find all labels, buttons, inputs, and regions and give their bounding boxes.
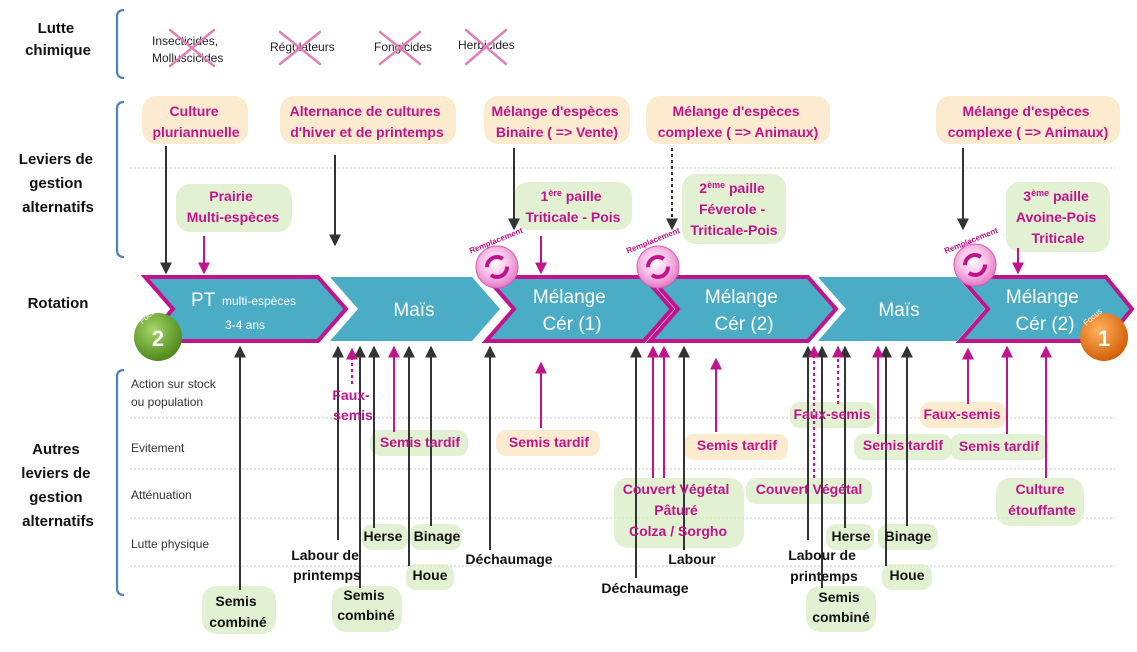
lever-houe-2: Houe [890,567,925,583]
lever-semis-tardif-3: Semis tardif [697,437,777,453]
chevron-pt [140,275,349,343]
svg-text:1: 1 [1098,326,1110,351]
lever-semis-tardif-4: Semis tardif [863,437,943,453]
top-arrows [160,146,1024,275]
crop-pt: PT multi-espèces [191,290,296,311]
lever-binage-2: Binage [885,528,932,544]
bottom-arrows-magenta [346,345,1052,478]
lever-herse-2: Herse [832,528,871,544]
bottom-arrows-black [234,345,913,590]
rotation-chevrons [140,275,1135,343]
crop-mais-2: Maïs [878,300,919,321]
section-brackets [115,8,125,597]
lever-faux-semis-1: Faux- semis [332,387,373,423]
lever-semis-combine-1: Semis combiné [209,593,267,630]
lever-dechaumage-1: Déchaumage [465,551,552,567]
lever-melange-complexe-2: Mélange d'espèces complexe ( => Animaux) [948,103,1109,140]
lever-labour-printemps-2: Labour de printemps [788,547,860,584]
lever-houe-1: Houe [413,567,448,583]
chemical-controls: Insecticides, Molluscicides Régulateurs … [152,28,515,68]
lever-couvert-vegetal-2: Couvert Végétal [756,481,863,497]
lever-couvert-vegetal-1: Couvert Végétal Pâturé Colza / Sorgho [623,481,733,539]
lever-herse-1: Herse [364,528,403,544]
category-lutte-physique: Lutte physique [131,537,209,551]
lever-binage-1: Binage [414,528,461,544]
lever-paille-3: 3ème paille Avoine-Pois Triticale [1016,188,1100,246]
lever-alternance: Alternance de cultures d'hiver et de pri… [290,103,445,140]
svg-text:2: 2 [152,326,164,351]
lever-semis-tardif-2: Semis tardif [509,434,589,450]
chem-insecticides: Insecticides, Molluscicides [152,34,223,65]
lever-faux-semis-2: Faux-semis [793,406,870,422]
replacement-badge-3: Remplacement [943,226,999,287]
lever-melange-binaire: Mélange d'espèces Binaire ( => Vente) [492,103,623,140]
category-evitement: Evitement [131,441,185,455]
section-leviers: Leviers de gestion alternatifs [19,151,97,216]
crop-pt-duration: 3-4 ans [225,318,265,332]
crop-melange-cer-1: Mélange Cér (1) [533,287,611,335]
lever-paille-1: 1ère paille Triticale - Pois [526,188,621,225]
focus-badge-2: Focus 2 [134,305,182,361]
category-attenuation: Atténuation [131,488,192,502]
crop-melange-cer-2: Mélange Cér (2) [705,287,783,335]
cross-marks [168,28,508,68]
section-lutte-chimique: Lutte chimique [25,20,91,59]
chem-herbicides: Herbicides [458,38,515,52]
chevron-melange-2 [645,275,839,343]
lever-melange-complexe-1: Mélange d'espèces complexe ( => Animaux) [658,103,819,140]
focus-badge-1: Focus 1 [1080,307,1128,361]
lever-faux-semis-3: Faux-semis [923,406,1000,422]
lever-semis-combine-2: Semis combiné [337,587,395,623]
category-action: Action sur stock ou population [131,377,219,409]
chevron-mais-2 [818,277,985,341]
label-backgrounds-top [142,96,1120,252]
section-autres: Autres leviers de gestion alternatifs [21,441,94,530]
crop-mais-1: Maïs [393,300,434,321]
lever-dechaumage-2: Déchaumage [601,580,688,596]
section-rotation: Rotation [28,295,89,312]
chevron-mais-1 [330,277,500,341]
lever-paille-2: 2ème paille Féverole - Triticale-Pois [690,180,777,238]
lever-labour: Labour [668,551,716,567]
crop-melange-cer-3: Mélange Cér (2) [1006,287,1084,335]
lever-semis-combine-3: Semis combiné [812,589,870,625]
lever-culture-etouffante: Culture étouffante [1008,481,1076,518]
lever-semis-tardif-1: Semis tardif [380,434,460,450]
lever-semis-tardif-5: Semis tardif [959,438,1039,454]
lever-labour-printemps-1: Labour de printemps [291,547,363,583]
lever-prairie: Prairie Multi-espèces [187,188,280,225]
lever-culture-pluriannuelle: Culture pluriannuelle [152,103,239,140]
